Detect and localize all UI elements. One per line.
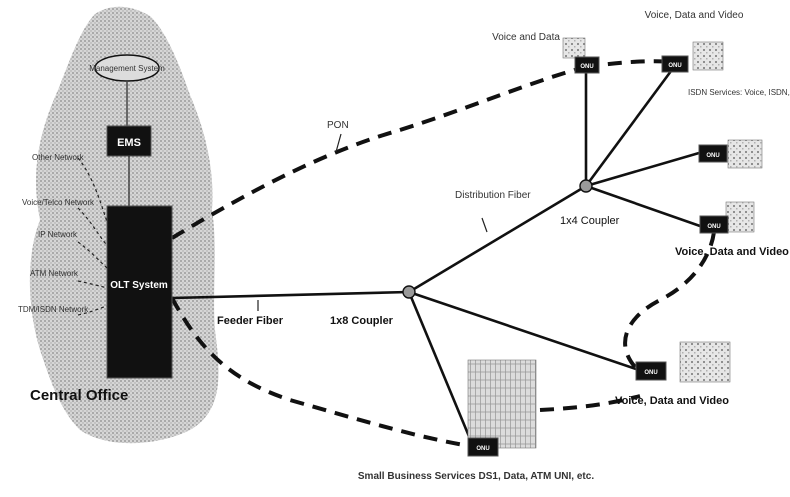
coupler-1x8-label: 1x8 Coupler <box>330 315 394 327</box>
onu-voice-data-video-low-label: ONU <box>644 370 657 376</box>
ems-label: EMS <box>117 137 141 149</box>
house-voice-data-video-low <box>680 342 730 382</box>
onu-voice-data-video-top-label: ONU <box>668 63 681 69</box>
coupler-1x4-label: 1x4 Coupler <box>560 215 620 227</box>
small-business-label: Small Business Services DS1, Data, ATM U… <box>358 471 594 482</box>
voice-data-video-top-label: Voice, Data and Video <box>645 10 744 21</box>
isdn-services-label: ISDN Services: Voice, ISDN, Special, etc… <box>688 88 790 97</box>
onu-isdn-label: ONU <box>706 153 719 159</box>
network-label-1: Voice/Telco Network <box>22 198 95 207</box>
network-label-4: TDM/ISDN Network <box>18 305 89 314</box>
house-isdn <box>728 140 762 168</box>
network-label-3: ATM Network <box>30 269 79 278</box>
house-voice-data <box>563 38 585 58</box>
house-voice-data-video-mid <box>726 202 754 232</box>
onu-voice-data-video-mid-label: ONU <box>707 224 720 230</box>
distribution-fiber-pointer <box>482 218 487 232</box>
fiber-to-isdn <box>586 153 699 186</box>
distribution-fiber-line <box>409 186 586 292</box>
network-label-2: IP Network <box>38 230 78 239</box>
management-system-label: Management System <box>89 64 165 73</box>
olt-system-box <box>107 206 172 378</box>
fiber-to-sb <box>409 292 473 446</box>
fiber-to-voice-data-video-low <box>409 292 639 370</box>
feeder-fiber-label: Feeder Fiber <box>217 315 284 327</box>
house-voice-data-video-top <box>693 42 723 70</box>
central-office-label: Central Office <box>30 387 128 404</box>
coupler-1x4 <box>580 180 592 192</box>
voice-data-video-low-label: Voice, Data and Video <box>615 395 729 407</box>
fiber-to-voice-data-video-top <box>586 67 674 186</box>
olt-label: OLT System <box>110 280 168 291</box>
voice-and-data-label: Voice and Data <box>492 32 560 43</box>
pon-link-top <box>172 67 585 238</box>
distribution-fiber-label: Distribution Fiber <box>455 190 531 201</box>
onu-voice-data-label: ONU <box>580 64 593 70</box>
voice-data-video-mid-label: Voice, Data and Video <box>675 246 789 258</box>
coupler-1x8 <box>403 286 415 298</box>
small-business-building <box>468 360 536 448</box>
pon-label: PON <box>327 120 349 131</box>
network-label-0: Other Network <box>32 153 85 162</box>
onu-small-business-label: ONU <box>476 446 489 452</box>
